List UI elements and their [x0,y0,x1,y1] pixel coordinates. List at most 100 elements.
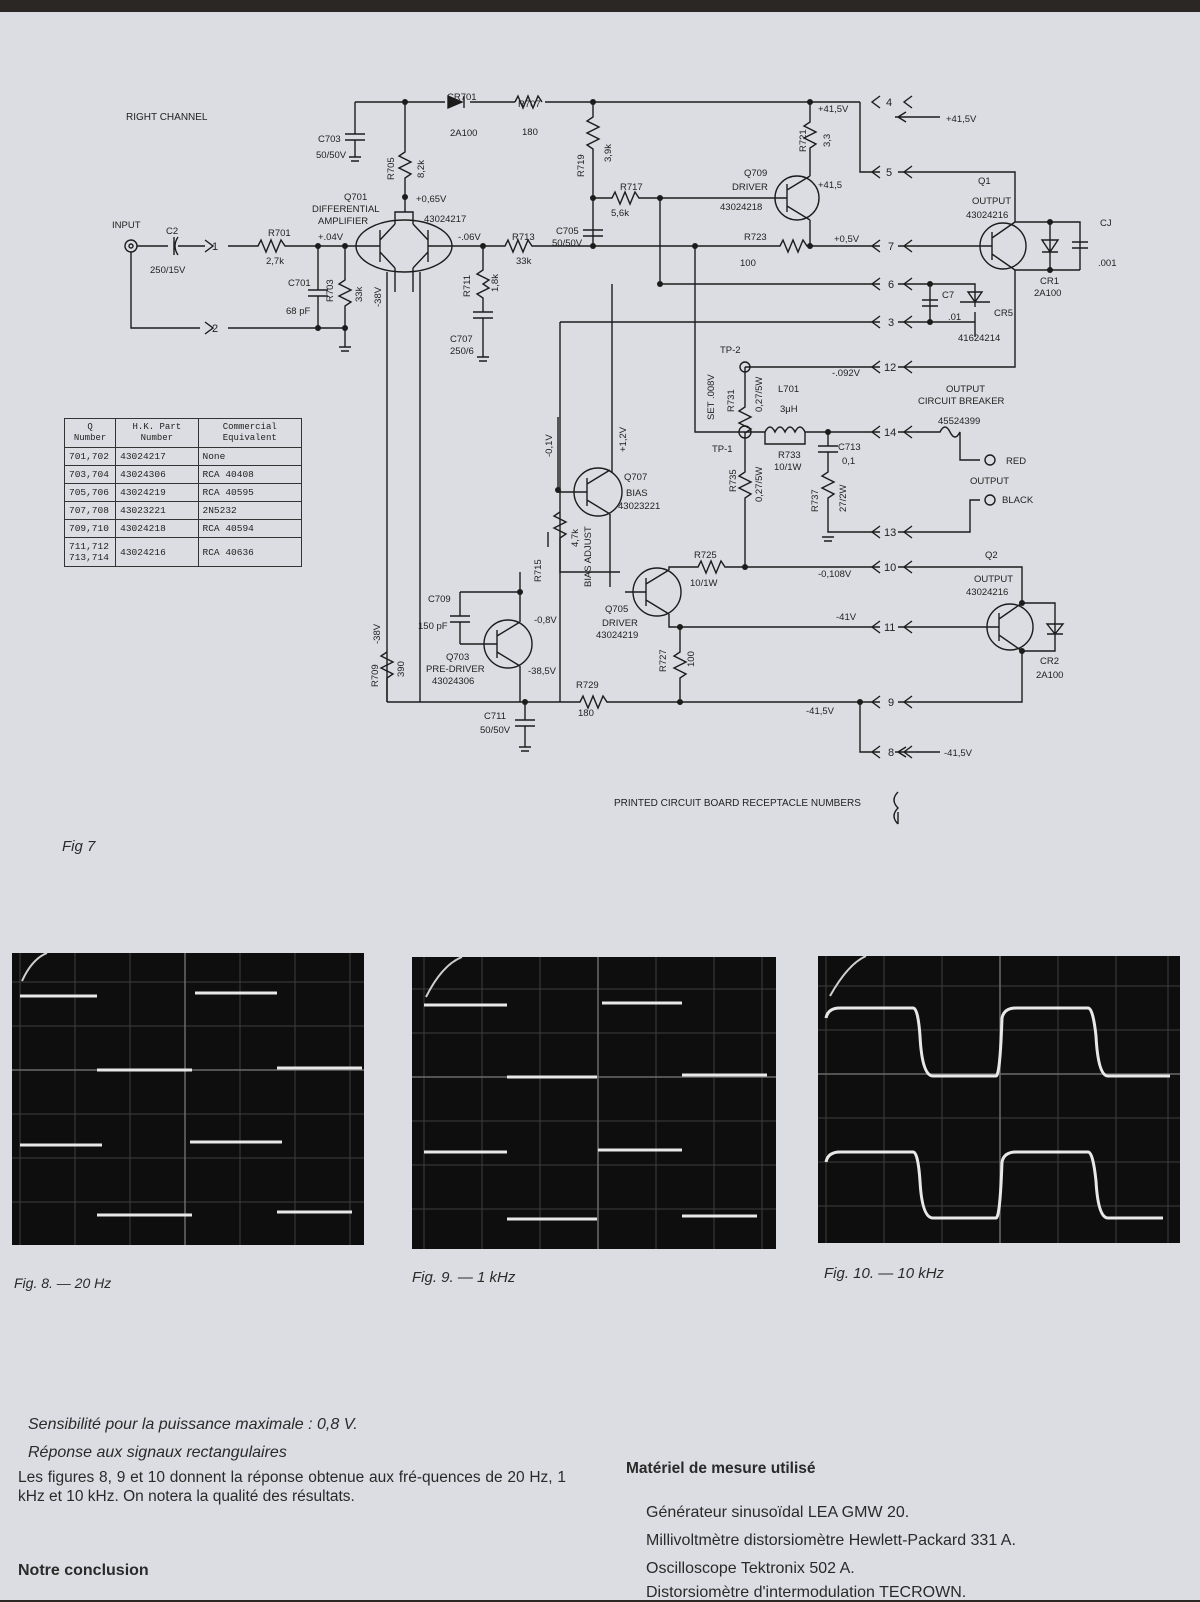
label-ocb1: OUTPUT [946,384,985,395]
square-wave-paragraph: Les figures 8, 9 et 10 donnent la répons… [18,1469,566,1505]
label-vm385: -38,5V [528,666,557,677]
label-r731v: 0,27/5W [754,377,765,412]
label-c707v: 250/6 [450,346,474,357]
pin-9: 9 [888,697,894,709]
label-c7: C7 [942,290,954,301]
label-r707v: 180 [522,127,538,138]
table-cell: 2N5232 [197,501,303,520]
table-cell: 705,706 [63,483,117,502]
pin-7: 7 [888,241,894,253]
label-r705v: 8,2k [416,160,427,178]
pin-8: 8 [888,747,894,759]
pin-2: 2 [212,323,218,335]
scope-trace-1khz [412,957,776,1249]
label-r707: R707 [518,99,541,110]
label-q705a: DRIVER [602,618,638,629]
label-c713v: 0,1 [842,456,855,467]
conclusion-heading: Notre conclusion [18,1562,149,1579]
label-r729v: 180 [578,708,594,719]
equipment-item: Oscilloscope Tektronix 502 A. [646,1560,855,1577]
label-q707: Q707 [624,472,647,483]
label-c711: C711 [484,711,506,722]
col-q-number: Q Number [63,418,117,448]
label-q705p: 43024219 [596,630,638,641]
scope-photo-10khz [818,956,1180,1243]
label-r735v: 0,27/5W [754,467,765,502]
label-r725: R725 [694,550,717,561]
label-q709: Q709 [744,168,767,179]
label-r47: 4,7k [570,529,581,547]
label-vm006: -.06V [458,232,481,243]
table-cell: 701,702 [63,447,117,466]
square-wave-heading: Réponse aux signaux rectangulaires [28,1444,287,1461]
table-cell: 43024219 [115,483,199,502]
label-tp1: TP-1 [712,444,733,455]
label-r733v: 10/1W [774,462,801,473]
label-q703a: PRE-DRIVER [426,664,485,675]
label-r717: R717 [620,182,643,193]
scope-trace-10khz [818,956,1180,1243]
label-c703v: 50/50V [316,150,347,161]
label-ocbp: 45524399 [938,416,980,427]
label-r735: R735 [728,469,739,492]
label-r705: R705 [386,157,397,180]
table-cell: RCA 40595 [197,483,303,502]
label-q701p: 43024217 [424,214,466,225]
label-r721v: 3,3 [822,134,833,147]
label-black: BLACK [1002,495,1034,506]
table-cell: RCA 40408 [197,465,303,484]
pin-13: 13 [884,527,896,539]
table-cell: 43024216 [115,537,199,567]
label-red: RED [1006,456,1026,467]
label-c2v: 250/15V [150,265,186,276]
label-biasadj: BIAS ADJUST [583,526,594,587]
label-in415: +41,5V [946,114,977,125]
label-vm0108: -0,108V [818,569,852,580]
label-tp2: TP-2 [720,345,741,356]
label-q2: Q2 [985,550,998,561]
table-cell: 43024217 [115,447,199,466]
scope-trace-20hz [12,953,364,1245]
pin-12: 12 [884,362,896,374]
label-r731: R731 [726,389,737,412]
equipment-item: Générateur sinusoïdal LEA GMW 20. [646,1504,910,1521]
pin-11: 11 [884,622,895,634]
label-r723: R723 [744,232,767,243]
label-r727: R727 [658,649,669,672]
label-cr701v: 2A100 [450,128,477,139]
schematic-receptacle: PRINTED CIRCUIT BOARD RECEPTACLE NUMBERS [614,798,861,809]
label-r713: R713 [512,232,535,243]
fig7-caption: Fig 7 [62,838,96,855]
label-v415b: +41,5 [818,180,842,191]
label-vm41: -41V [836,612,857,623]
table-cell: 711,712 713,714 [63,537,117,567]
label-c707: C707 [450,334,473,345]
label-in8: -41,5V [944,748,973,759]
label-vm08: -0,8V [534,615,557,626]
label-r709v: 390 [396,661,407,677]
label-r717v: 5,6k [611,208,629,219]
table-cell: 43024218 [115,519,199,538]
label-r701: R701 [268,228,291,239]
label-input: INPUT [112,220,141,231]
label-l701v: 3μH [780,404,798,415]
label-r727v: 100 [686,651,697,667]
label-out: OUTPUT [970,476,1009,487]
label-r713v: 33k [516,256,532,267]
label-vm415: -41,5V [806,706,835,717]
label-r701v: 2,7k [266,256,284,267]
label-c7v: .01 [948,312,961,323]
label-r711v: 1,8k [490,274,501,292]
label-q705: Q705 [605,604,628,615]
junction-dots [315,99,1053,705]
label-v004: +.04V [318,232,344,243]
pin-arrows [870,95,913,759]
label-q709p: 43024218 [720,202,762,213]
label-r721: R721 [798,129,809,152]
